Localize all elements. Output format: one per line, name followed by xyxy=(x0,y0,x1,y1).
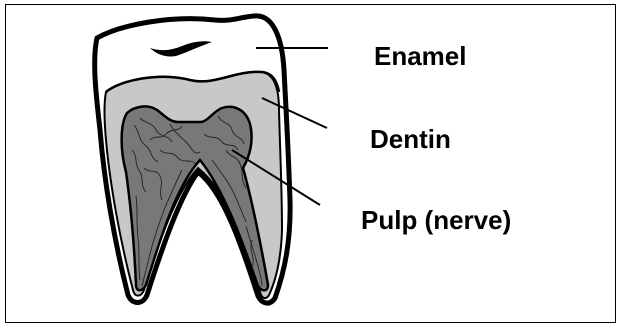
dentin-label: Dentin xyxy=(370,126,451,152)
enamel-label: Enamel xyxy=(374,43,467,69)
pulp-label: Pulp (nerve) xyxy=(361,207,511,233)
